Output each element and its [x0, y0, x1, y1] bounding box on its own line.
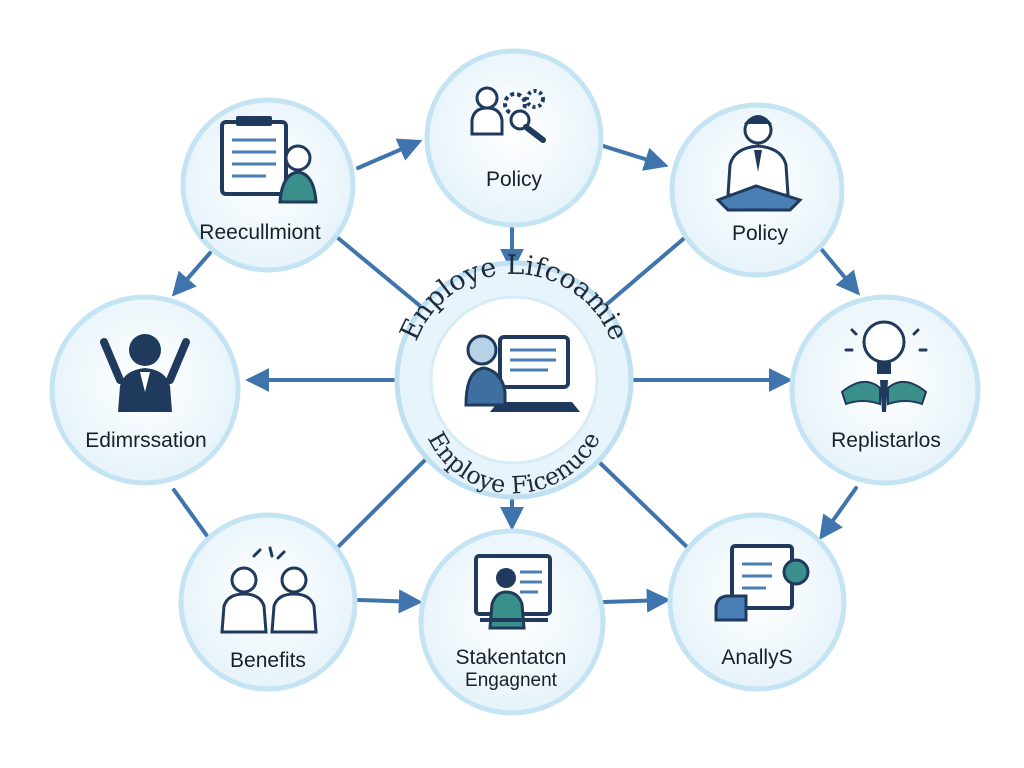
arrow-replistarlos-to-analys [819, 486, 858, 540]
node-policy-right-label: Policy [732, 222, 789, 245]
node-analys-label: AnallyS [721, 646, 792, 669]
center-hub: Enploye Lifcoamie Enploye Ficenuce [394, 250, 634, 500]
document-chart-icon [714, 544, 810, 622]
node-benefits-label: Benefits [230, 649, 306, 672]
node-stakentaton-label: Stakentatcn [456, 646, 567, 669]
node-benefits: Benefits [178, 512, 358, 692]
line-center-to-benefits [336, 458, 427, 549]
node-stakentaton: Stakentatcn Engagnent [418, 528, 606, 716]
node-replistarlos: Replistarlos [789, 294, 981, 486]
node-edmission: Edimrssation [49, 294, 241, 486]
celebrating-person-icon [100, 334, 190, 412]
two-people-icon [220, 546, 318, 634]
arrow-recruitment-to-policy [356, 138, 423, 170]
node-policy-top-label: Policy [486, 168, 543, 191]
node-edmission-label: Edimrssation [85, 429, 206, 452]
node-stakentaton-label-line2: Engagnent [465, 670, 558, 691]
person-reading-icon [715, 115, 803, 212]
line-edmission-to-benefits [172, 488, 212, 542]
person-at-laptop-icon [464, 334, 580, 412]
clipboard-person-icon [220, 116, 318, 204]
node-recruitment: Reecullmiont [180, 97, 356, 273]
arrow-stakentaton-to-analys [602, 588, 671, 613]
node-policy-top-circle [424, 48, 604, 228]
line-policy-right-to-center [598, 233, 690, 312]
node-policy-right: Policy [669, 102, 845, 278]
presenter-screen-icon [474, 554, 552, 630]
node-replistarlos-label: Replistarlos [831, 429, 941, 452]
line-center-to-analys [595, 458, 689, 549]
arrow-recruitment-to-edmission [171, 251, 212, 297]
lightbulb-idea-icon [840, 320, 928, 412]
node-benefits-circle [178, 512, 358, 692]
arrow-policy-right-to-replistarlos [820, 248, 861, 296]
node-analys: AnallyS [667, 512, 847, 692]
line-recruitment-to-center [336, 236, 427, 312]
node-recruitment-label: Reecullmiont [199, 221, 321, 244]
person-gears-icon [470, 86, 546, 143]
node-policy-top: Policy [424, 48, 604, 228]
arrow-policy-to-policy-right [598, 143, 669, 171]
arrow-benefits-to-stakentaton [356, 589, 423, 614]
